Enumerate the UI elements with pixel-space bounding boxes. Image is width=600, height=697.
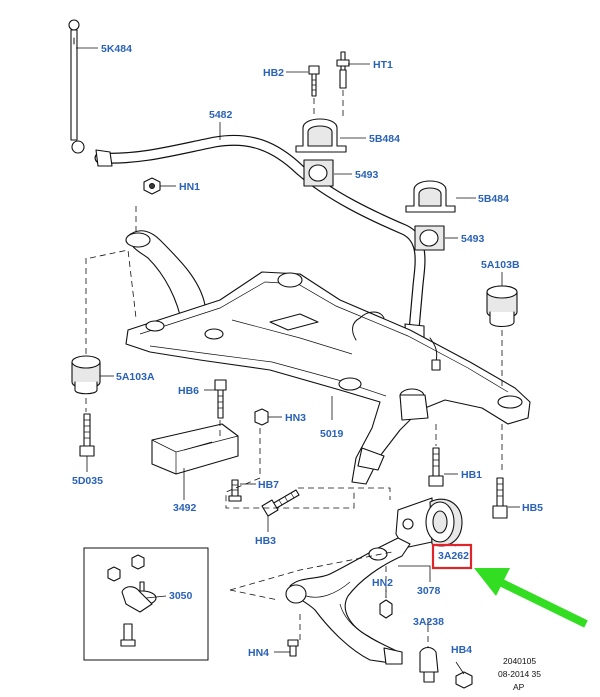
label-3050[interactable]: 3050 bbox=[169, 590, 193, 602]
green-arrow bbox=[474, 568, 588, 628]
stud-ht1 bbox=[336, 51, 350, 89]
label-5493-right[interactable]: 5493 bbox=[461, 233, 485, 245]
label-3078[interactable]: 3078 bbox=[417, 585, 441, 597]
bracket-3492 bbox=[151, 423, 239, 475]
label-hb6[interactable]: HB6 bbox=[178, 385, 199, 397]
highlight-box bbox=[431, 543, 473, 570]
bolt-hb7 bbox=[228, 479, 242, 502]
label-5b484-top[interactable]: 5B484 bbox=[369, 133, 400, 145]
label-3a238[interactable]: 3A238 bbox=[413, 616, 444, 628]
bolt-5d035 bbox=[79, 413, 95, 457]
reference-line-2: 08-2014 35 bbox=[498, 669, 541, 679]
stabilizer-bush-top bbox=[303, 159, 334, 187]
label-5b484-right[interactable]: 5B484 bbox=[478, 193, 509, 205]
bolt-hb3 bbox=[261, 489, 300, 517]
nut-hn3 bbox=[254, 408, 269, 426]
label-3a262[interactable]: 3A262 bbox=[438, 550, 469, 562]
subframe-bush-rear bbox=[486, 285, 518, 328]
label-hb2[interactable]: HB2 bbox=[263, 67, 284, 79]
label-hb5[interactable]: HB5 bbox=[522, 502, 543, 514]
label-hn1[interactable]: HN1 bbox=[179, 181, 200, 193]
bolt-hn4 bbox=[287, 639, 299, 657]
label-3492[interactable]: 3492 bbox=[173, 502, 197, 514]
lower-arm-bush bbox=[395, 497, 463, 549]
label-hb3[interactable]: HB3 bbox=[255, 535, 276, 547]
label-5a103a[interactable]: 5A103A bbox=[116, 371, 155, 383]
bolt-hb5 bbox=[492, 477, 508, 519]
label-ht1[interactable]: HT1 bbox=[373, 59, 393, 71]
label-5482[interactable]: 5482 bbox=[209, 109, 233, 121]
label-hn4[interactable]: HN4 bbox=[248, 647, 269, 659]
leader-lines bbox=[76, 47, 520, 675]
assembly-lines bbox=[85, 90, 503, 648]
label-5493-top[interactable]: 5493 bbox=[355, 169, 379, 181]
ball-joint-inset bbox=[83, 547, 209, 661]
bolt-hb6 bbox=[214, 379, 227, 419]
label-hn3[interactable]: HN3 bbox=[285, 412, 306, 424]
stabilizer-bracket-right bbox=[405, 180, 456, 213]
reference-line-1: 2040105 bbox=[503, 656, 536, 666]
label-hn2[interactable]: HN2 bbox=[372, 577, 393, 589]
ball-joint-3a238 bbox=[419, 646, 439, 683]
label-5a103b[interactable]: 5A103B bbox=[481, 259, 520, 271]
label-hb7[interactable]: HB7 bbox=[258, 479, 279, 491]
stabilizer-link bbox=[68, 19, 85, 154]
label-5019[interactable]: 5019 bbox=[320, 428, 344, 440]
stabilizer-bush-right bbox=[414, 225, 445, 251]
subframe-bush-front bbox=[71, 355, 101, 395]
reference-line-3: AP bbox=[513, 682, 525, 692]
label-5k484[interactable]: 5K484 bbox=[101, 43, 132, 55]
bolt-hb2 bbox=[308, 65, 320, 97]
part-labels: 5K484 HB2 HT1 5482 5B484 HN1 5493 5B484 … bbox=[72, 43, 543, 659]
nut-hn1 bbox=[143, 177, 161, 195]
reference-code: 2040105 08-2014 35 AP bbox=[498, 656, 541, 692]
label-hb4[interactable]: HB4 bbox=[451, 644, 472, 656]
label-hb1[interactable]: HB1 bbox=[461, 469, 482, 481]
bolt-hb4 bbox=[455, 671, 473, 689]
nut-hn2 bbox=[379, 599, 393, 619]
front-subframe bbox=[125, 230, 531, 485]
label-5d035[interactable]: 5D035 bbox=[72, 475, 103, 487]
bolt-hb1 bbox=[428, 447, 444, 487]
lower-control-arm bbox=[285, 537, 411, 665]
stabilizer-bracket-top bbox=[295, 118, 347, 153]
